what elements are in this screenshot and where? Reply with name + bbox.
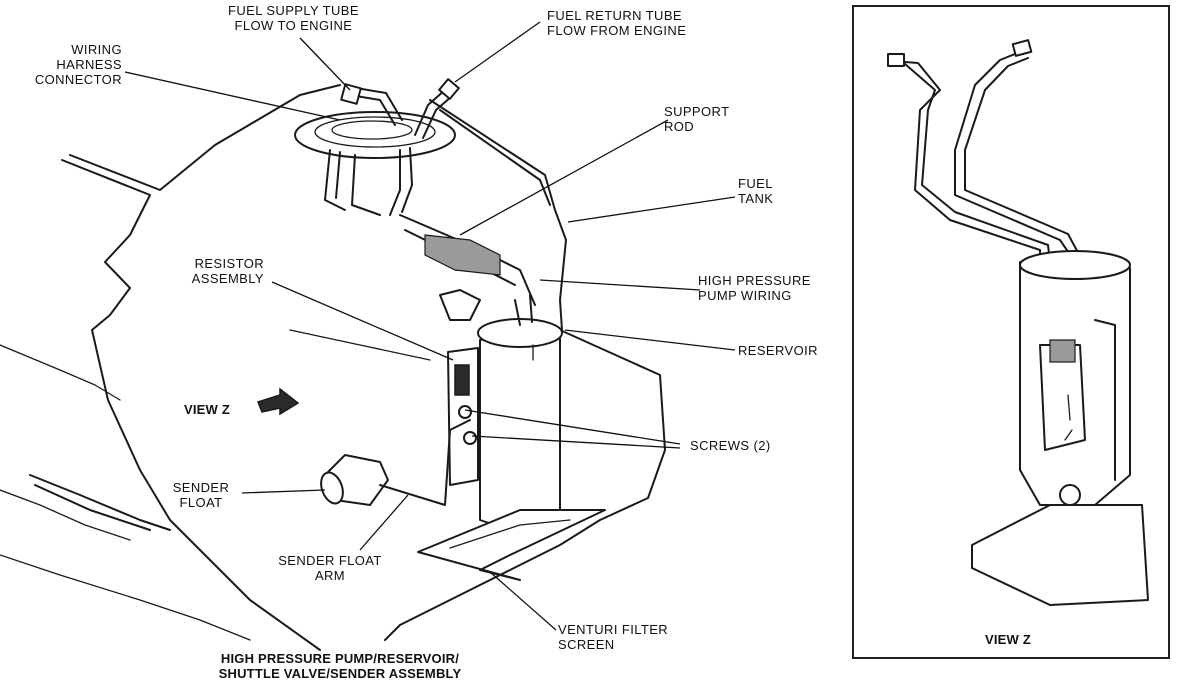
label-fuel-supply-tube: FUEL SUPPLY TUBE FLOW TO ENGINE [228, 3, 359, 33]
inset-caption: VIEW Z [985, 632, 1031, 647]
label-high-pressure-pump-wiring-line2: PUMP WIRING [698, 288, 792, 303]
fuel-sender-flange [294, 111, 456, 216]
inset-frame [852, 5, 1170, 659]
label-reservoir-line1: RESERVOIR [738, 343, 818, 358]
label-resistor-assembly-line1: RESISTOR [194, 256, 264, 271]
leader-lines [124, 21, 736, 631]
label-reservoir: RESERVOIR [738, 343, 818, 358]
reservoir-drawing [477, 294, 563, 529]
view-z-arrow [257, 387, 300, 416]
label-fuel-supply-tube-line2: FLOW TO ENGINE [234, 18, 353, 33]
label-fuel-tank: FUEL TANK [738, 176, 773, 206]
label-fuel-tank-line1: FUEL [738, 176, 773, 191]
label-sender-float-arm-line2: ARM [314, 568, 346, 583]
label-wiring-harness-connector-line1: WIRING [71, 42, 122, 57]
label-view-z: VIEW Z [184, 402, 230, 417]
label-venturi-filter-screen-line1: VENTURI FILTER [558, 622, 669, 637]
venturi-filter-drawing [417, 509, 606, 581]
sender-float-drawing [320, 419, 471, 506]
label-support-rod-line1: SUPPORT [664, 104, 730, 119]
label-fuel-return-tube-line1: FUEL RETURN TUBE [547, 8, 682, 23]
label-sender-float: SENDER FLOAT [162, 480, 240, 510]
fuel-return-tube-drawing [414, 78, 460, 139]
label-wiring-harness-connector-line3: CONNECTOR [34, 72, 122, 87]
label-wiring-harness-connector-line2: HARNESS [56, 57, 122, 72]
figure-caption-line1: HIGH PRESSURE PUMP/RESERVOIR/ [220, 651, 460, 666]
label-resistor-assembly: RESISTOR ASSEMBLY [160, 256, 264, 286]
label-sender-float-arm: SENDER FLOAT ARM [265, 553, 395, 583]
label-fuel-supply-tube-line1: FUEL SUPPLY TUBE [228, 3, 359, 18]
label-wiring-harness-connector: WIRING HARNESS CONNECTOR [18, 42, 122, 87]
fuel-tank-outline [0, 84, 666, 651]
label-fuel-return-tube: FUEL RETURN TUBE FLOW FROM ENGINE [547, 8, 686, 38]
support-rod-drawing [399, 214, 536, 321]
label-fuel-tank-line2: TANK [738, 191, 774, 206]
label-venturi-filter-screen: VENTURI FILTER SCREEN [558, 622, 668, 652]
label-venturi-filter-screen-line2: SCREEN [558, 637, 615, 652]
label-high-pressure-pump-wiring: HIGH PRESSURE PUMP WIRING [698, 273, 811, 303]
inset-view-z-drawing [887, 39, 1149, 606]
label-sender-float-line2: FLOAT [179, 495, 223, 510]
figure-caption-line2: SHUTTLE VALVE/SENDER ASSEMBLY [218, 666, 462, 681]
figure-caption: HIGH PRESSURE PUMP/RESERVOIR/ SHUTTLE VA… [190, 651, 490, 681]
label-fuel-return-tube-line2: FLOW FROM ENGINE [547, 23, 687, 38]
fuel-supply-tube-drawing [340, 83, 403, 126]
label-resistor-assembly-line2: ASSEMBLY [191, 271, 264, 286]
label-support-rod: SUPPORT ROD [664, 104, 729, 134]
resistor-assembly-drawing [447, 347, 479, 486]
label-sender-float-arm-line1: SENDER FLOAT [278, 553, 382, 568]
label-sender-float-line1: SENDER [172, 480, 230, 495]
label-support-rod-line2: ROD [664, 119, 695, 134]
label-high-pressure-pump-wiring-line1: HIGH PRESSURE [698, 273, 811, 288]
label-screws: SCREWS (2) [690, 438, 771, 453]
